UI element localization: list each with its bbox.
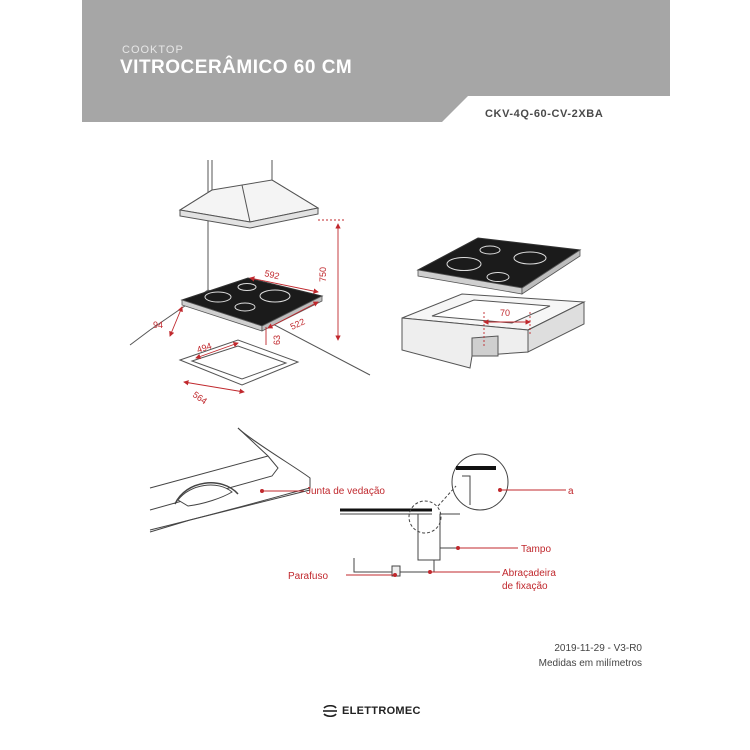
label-detail-a: a — [568, 486, 574, 497]
gasket-detail — [149, 427, 311, 533]
label-countertop: Tampo — [521, 544, 551, 555]
header-shape — [82, 0, 670, 122]
dim-592: 592 — [264, 268, 281, 281]
dim-494: 494 — [196, 341, 213, 355]
dim-94: 94 — [153, 320, 163, 330]
dim-70: 70 — [500, 308, 510, 318]
label-screw: Parafuso — [288, 571, 328, 582]
dim-750: 750 — [318, 267, 328, 282]
label-clamp-1: Abraçadeira — [502, 568, 556, 579]
label-clamp-2: de fixação — [502, 581, 548, 592]
section-leaders — [346, 489, 566, 576]
section-detail — [340, 453, 509, 577]
dim-63: 63 — [272, 335, 282, 345]
dim-522: 522 — [289, 316, 307, 331]
countertop-block — [401, 293, 586, 369]
dimension-lines-left — [169, 219, 345, 394]
product-title: VITROCERÂMICO 60 CM — [120, 57, 353, 78]
header-band: COOKTOP VITROCERÂMICO 60 CM — [82, 0, 670, 122]
dim-line-70 — [483, 312, 531, 346]
brand-mark-icon — [323, 705, 337, 717]
version-text: 2019-11-29 - V3-R0 — [554, 643, 642, 654]
brand-name: ELETTROMEC — [342, 705, 421, 717]
product-category: COOKTOP — [122, 44, 184, 56]
cooktop-exploded — [416, 237, 582, 295]
model-code: CKV-4Q-60-CV-2XBA — [485, 108, 604, 120]
label-gasket: Junta de vedação — [306, 486, 385, 497]
brand-logo: ELETTROMEC — [322, 705, 421, 717]
installation-view — [129, 160, 371, 376]
document-meta: 2019-11-29 - V3-R0 Medidas em milímetros — [539, 641, 642, 671]
units-note: Medidas em milímetros — [538, 658, 642, 669]
dim-564: 564 — [191, 389, 209, 406]
